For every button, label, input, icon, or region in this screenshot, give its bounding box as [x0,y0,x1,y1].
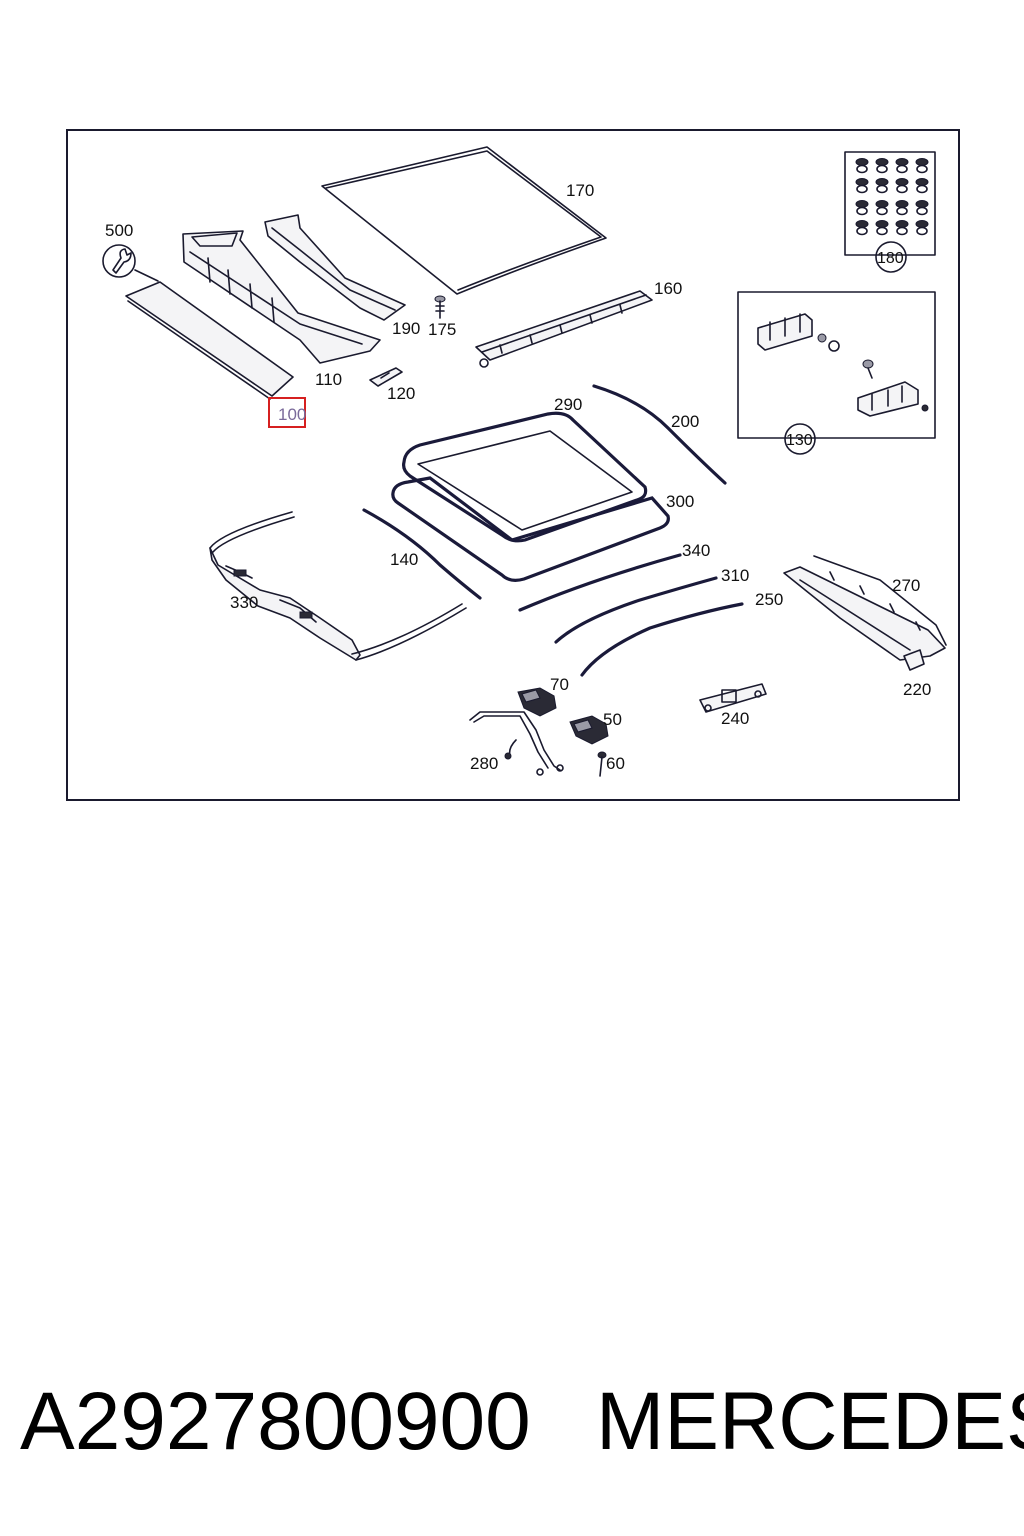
label-300: 300 [666,492,694,511]
label-270: 270 [892,576,920,595]
part-140-side-strip[interactable] [362,508,482,600]
part-160-front-rail[interactable] [475,290,653,368]
diagram-frame [66,129,960,801]
part-500-tool[interactable] [102,244,136,278]
clip-1-3 [915,178,929,186]
leader-500 [134,269,159,282]
clip-0-3 [915,158,929,166]
label-310: 310 [721,566,749,585]
part-170-roof-panel[interactable] [321,146,607,295]
clip-base-0-3 [916,164,928,174]
clip-base-2-0 [856,206,868,216]
part-180-clip-kit[interactable] [844,151,936,256]
part-250-strip[interactable] [580,602,744,677]
clip-base-1-0 [856,184,868,194]
label-100: 100 [278,405,306,424]
part-270-side-rail[interactable] [783,555,947,661]
clip-base-2-3 [916,206,928,216]
label-180: 180 [877,250,904,267]
part-220-end-cap[interactable] [903,649,925,671]
label-280: 280 [470,754,498,773]
label-160: 160 [654,279,682,298]
label-110: 110 [315,370,342,389]
label-120: 120 [387,384,415,403]
label-175: 175 [428,320,456,339]
part-70-motor[interactable] [517,687,557,717]
part-130-guide-carriage[interactable] [737,291,936,439]
label-220: 220 [903,680,931,699]
clip-base-0-2 [896,164,908,174]
part-50-motor[interactable] [569,715,609,745]
label-500: 500 [105,221,133,240]
label-240: 240 [721,709,749,728]
part-100-wind-deflector[interactable] [125,281,294,400]
callout-130 [784,423,816,455]
part-number: A2927800900 [20,1376,531,1467]
clip-base-2-1 [876,206,888,216]
clip-2-1 [875,200,889,208]
part-280-cable[interactable] [469,711,564,776]
label-290: 290 [554,395,582,414]
part-110-front-frame[interactable] [182,230,381,364]
part-330-rear-frame[interactable] [209,511,467,661]
clip-3-1 [875,220,889,228]
label-190: 190 [392,319,420,338]
clip-3-0 [855,220,869,228]
highlight-box-100 [268,397,306,428]
label-70: 70 [550,675,569,694]
clip-base-1-1 [876,184,888,194]
label-250: 250 [755,590,783,609]
part-190-front-seal[interactable] [264,214,406,321]
label-170: 170 [566,181,594,200]
clip-1-2 [895,178,909,186]
clip-3-2 [895,220,909,228]
label-130: 130 [786,432,813,449]
clip-base-3-2 [896,226,908,236]
clip-base-0-0 [856,164,868,174]
part-120-bracket[interactable] [369,367,403,387]
clip-base-3-3 [916,226,928,236]
clip-base-2-2 [896,206,908,216]
clip-1-0 [855,178,869,186]
clip-2-3 [915,200,929,208]
label-140: 140 [390,550,418,569]
part-200-side-strip[interactable] [592,384,727,485]
clip-2-0 [855,200,869,208]
part-240-clip[interactable] [699,683,767,713]
clip-base-1-2 [896,184,908,194]
clip-base-1-3 [916,184,928,194]
brand-name: MERCEDES [596,1376,1024,1467]
part-300-outer-seal[interactable] [391,476,670,582]
clip-1-1 [875,178,889,186]
clip-base-3-1 [876,226,888,236]
clip-0-1 [875,158,889,166]
label-340: 340 [682,541,710,560]
label-200: 200 [671,412,699,431]
label-60: 60 [606,754,625,773]
label-330: 330 [230,593,258,612]
label-50: 50 [603,710,622,729]
part-310-strip[interactable] [554,576,718,644]
clip-2-2 [895,200,909,208]
part-175-screw[interactable] [434,295,446,319]
part-290-seal[interactable] [402,411,648,543]
clip-base-3-0 [856,226,868,236]
part-340-strip[interactable] [518,553,682,612]
clip-3-3 [915,220,929,228]
clip-base-0-1 [876,164,888,174]
part-60-screw[interactable] [597,751,607,777]
clip-0-2 [895,158,909,166]
clip-0-0 [855,158,869,166]
callout-180 [875,241,907,273]
